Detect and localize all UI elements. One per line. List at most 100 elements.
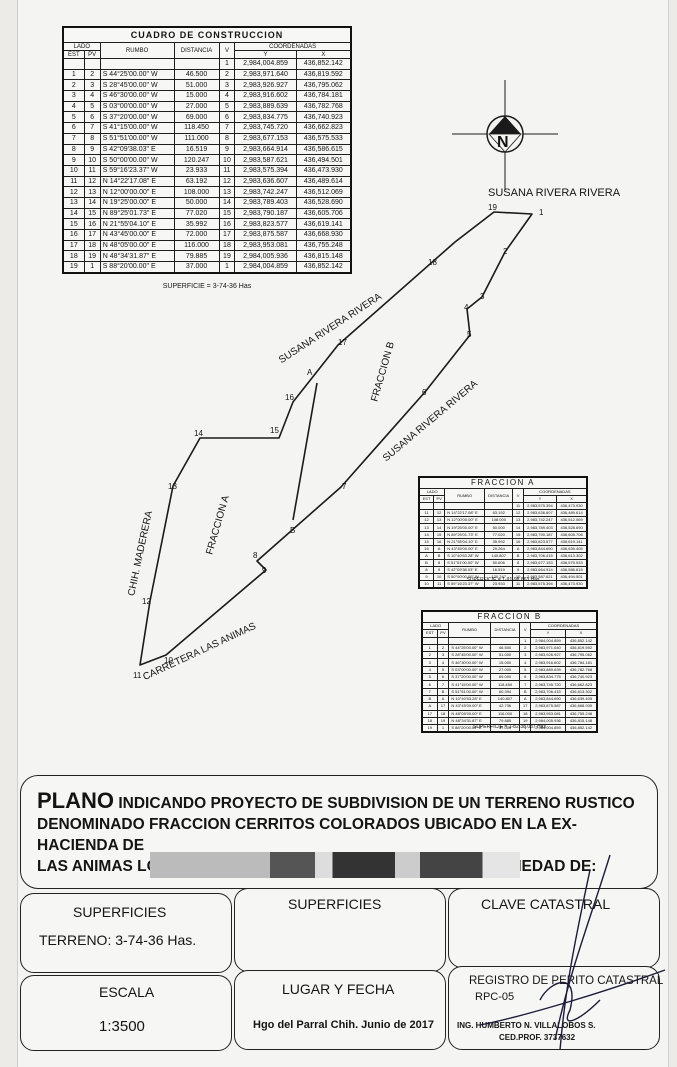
point-label: 17 [338,338,347,347]
superficies-cell: SUPERFICIES TERRENO: 3-74-36 Has. [20,893,232,973]
division-line [292,382,318,521]
table-cell: 436,852.142 [564,724,598,733]
table-cell: 10 [432,573,446,582]
point-label: 19 [488,203,497,212]
superficies-cell-2: SUPERFICIES [234,888,446,972]
table-cell: 19 [62,261,85,274]
fraccion-a-superficie: SUPERFICIE = 1-91-98.863 Has [466,577,540,583]
construction-table: CUADRO DE CONSTRUCCION LADO RUMBO DISTAN… [62,26,352,274]
point-label: 3 [480,292,485,301]
registro-cell: REGISTRO DE PERITO CATASTRAL RPC-05 ING.… [448,966,664,1050]
escala-value: 1:3500 [99,1018,145,1035]
point-label: 9 [262,566,267,575]
escala-cell: ESCALA 1:3500 [20,975,232,1051]
title-line-2: DENOMINADO FRACCION CERRITOS COLORADOS U… [37,816,577,854]
clave-label: CLAVE CATASTRAL [481,896,611,912]
point-label: 13 [168,482,177,491]
fraccion-a-table: FRACCION A LADO RUMBO DISTANCIA V COORDE… [418,476,588,590]
point-label: 14 [194,429,203,438]
table-cell: 19 [421,724,438,733]
terreno-value: TERRENO: 3-74-36 Has. [39,932,197,948]
header-rumbo: RUMBO [99,42,175,59]
rpc-label: RPC-05 [475,991,515,1003]
table-cell: S 88°20'00.00" E [448,724,491,733]
point-label: A [307,368,313,377]
point-label: 4 [464,303,469,312]
fraccion-b-superficie: SUPERFICIE = 1-82-38.037 Has [473,724,546,730]
point-label: 18 [428,258,437,267]
header-x: X [295,50,352,59]
main-superficie: SUPERFICIE = 3-74-36 Has [162,283,252,290]
table-cell: 2,984,004.859 [234,261,297,274]
point-label: 15 [270,426,279,435]
header-y: Y [234,50,297,59]
registro-label: REGISTRO DE PERITO CATASTRAL [469,975,664,987]
point-label: 7 [342,482,347,491]
table-cell: 79.885 [489,716,521,726]
lugar-value: Hgo del Parral Chih. Junio de 2017 [253,1019,434,1031]
superficies-label: SUPERFICIES [73,904,167,920]
north-arrow-icon [452,80,558,190]
table-cell: 11 [512,580,524,589]
neighbor-top-label: SUSANA RIVERA RIVERA [488,187,621,199]
clave-cell: CLAVE CATASTRAL [448,888,660,968]
redaction-bar [150,852,270,878]
table-cell: 11 [432,580,446,589]
table-cell: 2,983,587.621 [522,573,558,582]
point-label: 5 [467,330,472,339]
parcel-boundary [139,211,533,666]
survey-plan [139,80,558,666]
escala-label: ESCALA [99,984,155,1000]
table-cell: 436,473.930 [556,580,588,589]
table-cell: 436,852.142 [295,261,352,274]
plano-word: PLANO [37,788,114,813]
lugar-label: LUGAR Y FECHA [282,981,395,997]
header-distancia: DISTANCIA [173,42,220,59]
table-cell: 1 [83,261,101,274]
ing-label: ING. HUMBERTO N. VILLALOBOS S. [457,1021,596,1030]
table-cell: 2,984,005.936 [530,716,566,726]
point-label: 10 [164,656,173,665]
table-cell: 1 [218,261,236,274]
title-line-1: INDICANDO PROYECTO DE SUBDIVISION DE UN … [118,795,635,812]
north-letter: N [497,134,509,151]
table-cell: 37.000 [489,724,521,733]
header-est: EST [62,50,85,59]
point-label: 8 [253,551,258,560]
lugar-cell: LUGAR Y FECHA Hgo del Parral Chih. Junio… [234,970,446,1050]
point-label: B [290,526,296,535]
redaction-bar [270,852,520,878]
title-block: PLANO INDICANDO PROYECTO DE SUBDIVISION … [20,775,658,889]
point-label: 16 [285,393,294,402]
table-cell: 2,983,575.394 [522,580,558,589]
ced-label: CED.PROF. 3737632 [499,1033,576,1042]
table-cell: 10 [512,573,524,582]
table-cell: 436,494.501 [556,573,588,582]
header-distancia: DISTANCIA [489,622,521,638]
signature-mark [479,854,666,1051]
header-pv: PV [83,50,101,59]
superficies-label-2: SUPERFICIES [288,896,382,912]
point-label: 2 [503,247,508,256]
point-label: 6 [422,388,427,397]
table-cell: 2,984,004.859 [530,724,566,733]
table-cell: 436,815.148 [564,716,598,726]
point-label: 1 [539,208,544,217]
fraccion-b-table: FRACCION B LADO RUMBO DISTANCIA V COORDE… [421,610,598,734]
table-cell: 37.000 [173,261,220,274]
